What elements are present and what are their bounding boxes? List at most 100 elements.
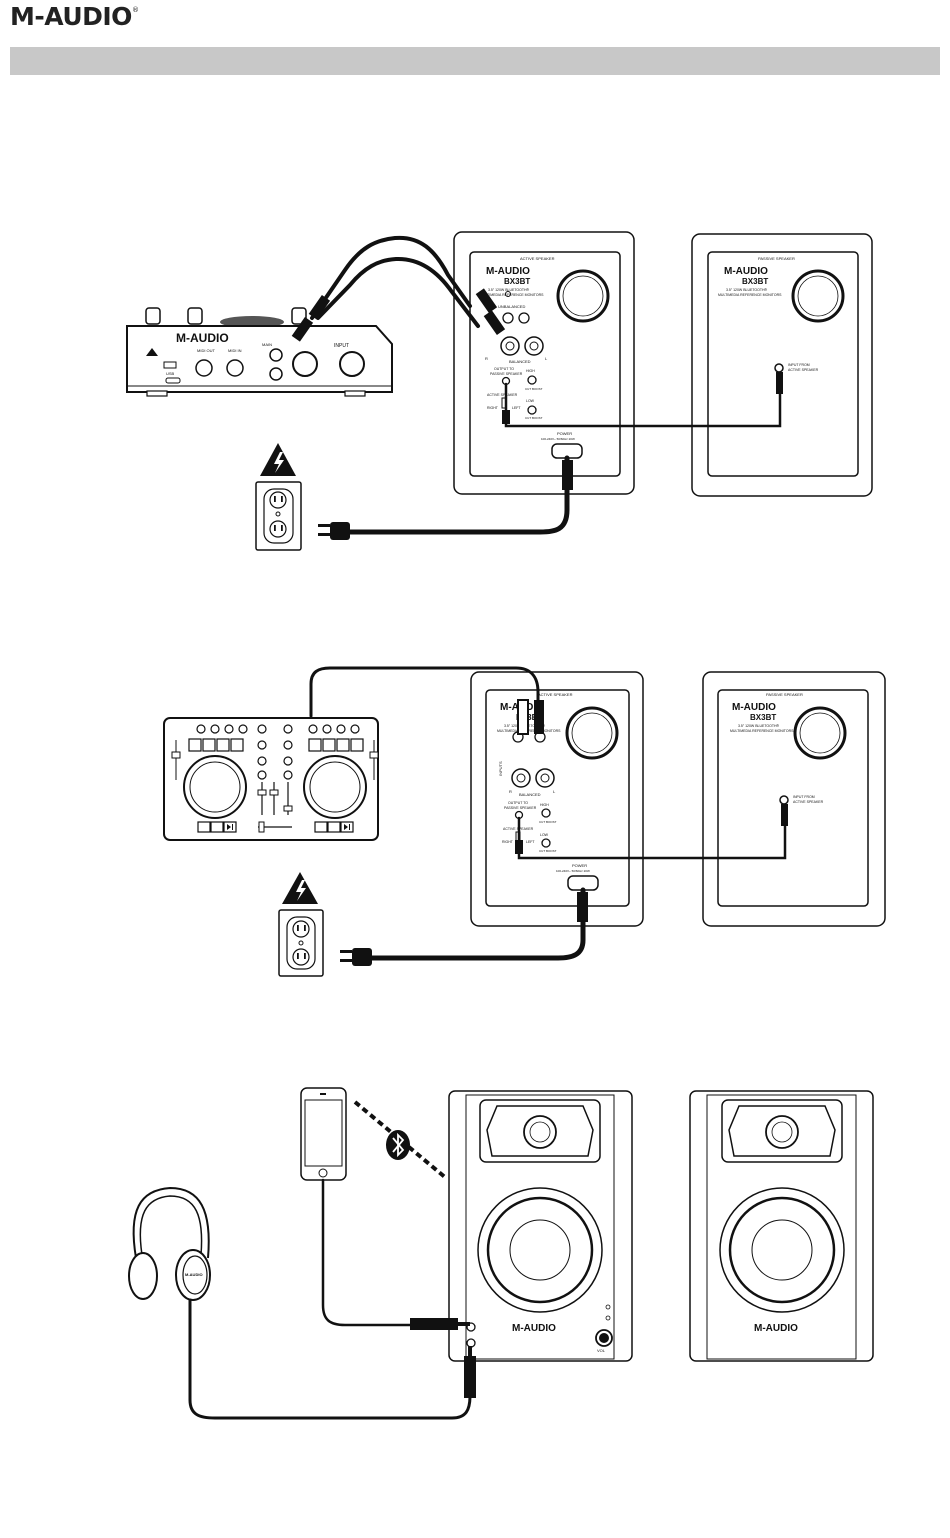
cables-diagram2 [309,666,788,966]
right-2-label: RIGHT [502,840,514,844]
passive-speaker-rear: PASSIVE SPEAKER M-AUDIO BX3BT 3.5" 120W … [691,233,873,497]
cables-diagram3 [188,1178,476,1420]
passive-speaker-desc2: MULTIMEDIA REFERENCE MONITORS [718,293,782,297]
power-2-label: POWER [572,863,587,868]
tweeter [765,1115,799,1149]
left-2-label: LEFT [526,840,535,844]
trademark-mark: ® [131,6,139,14]
cables-diagram1 [291,235,783,540]
output-to-label: OUTPUT TO [494,367,514,371]
low-cut-boost: CUT BOOST [525,416,543,420]
high-2-cut-boost: CUT BOOST [539,820,557,824]
speaker-front-active: M-AUDIO VOL [448,1090,633,1362]
lightning-bolt-icon [296,880,306,901]
input-from-2-label: INPUT FROM [793,795,815,799]
passive-speaker-2-header: PASSIVE SPEAKER [766,692,803,697]
balanced-2-label: BALANCED [519,792,541,797]
left-label: LEFT [512,406,521,410]
voltage-2-label: 100-240V~ 50/60Hz 20W [556,869,590,873]
interface-brand: M-AUDIO [176,331,229,345]
active-speaker-rear-2: ACTIVE SPEAKER M-AUDIO BX3BT 3.5" 120W B… [470,671,644,927]
headphones: M-AUDIO [128,1186,211,1301]
left-jog-wheel [183,755,247,819]
active-speaker-brand: M-AUDIO [486,266,530,277]
warning-icon [146,348,158,356]
combo-input-2 [339,351,365,377]
electrical-outlet-2 [278,872,324,977]
headphone-brand: M-AUDIO [185,1272,203,1277]
active-speaker-rear: ACTIVE SPEAKER M-AUDIO BX3BT 3.5" 120W B… [453,231,635,495]
passive-speaker-2-desc2: MULTIMEDIA REFERENCE MONITORS [730,729,794,733]
input-from-active-label: ACTIVE SPEAKER [788,368,819,372]
balanced-l-label: L [545,356,548,361]
output-to-2-label: OUTPUT TO [508,801,528,805]
low-knob [527,405,537,415]
active-speaker-switch-label: ACTIVE SPEAKER [487,393,518,397]
brand-logo-text: M-AUDIO [10,2,132,31]
active-speaker-model: BX3BT [504,277,530,286]
balanced-input-l [524,336,544,356]
balanced-label: BALANCED [509,359,531,364]
passive-speaker-2-brand: M-AUDIO [732,702,776,713]
active-speaker-2-desc2: MULTIMEDIA REFERENCE MONITORS [497,729,561,733]
low-knob [541,838,551,848]
passive-speaker-2-model: BX3BT [750,713,776,722]
dj-controller [163,717,379,841]
power-label: POWER [557,431,572,436]
high-2-label: HIGH [540,803,549,807]
passive-speaker-label: PASSIVE SPEAKER [490,372,523,376]
low-2-cut-boost: CUT BOOST [539,849,557,853]
main-label: MAIN [262,342,272,347]
voltage-label: 100-240V~ 50/60Hz 20W [541,437,575,441]
passive-radiator [793,706,847,760]
headphone-jack [466,1338,476,1348]
audio-interface: M-AUDIO USB MIDI OUT MIDI IN MAIN INPUT [126,307,393,397]
speaker-front-passive: M-AUDIO [689,1090,874,1362]
passive-input-jack [774,363,784,373]
midi-in-label: MIDI IN [228,348,242,353]
woofer [486,1196,594,1304]
balanced-input-l [535,768,555,788]
passive-radiator [565,706,619,760]
passive-speaker-front-brand: M-AUDIO [754,1323,798,1334]
passive-speaker-rear-2: PASSIVE SPEAKER M-AUDIO BX3BT 3.5" 120W … [702,671,886,927]
high-knob [527,375,537,385]
diagram-dj-controller-setup: ACTIVE SPEAKER M-AUDIO BX3BT 3.5" 120W B… [163,666,886,977]
section-title-bar [10,47,940,75]
tweeter [523,1115,557,1149]
lightning-bolt-icon [274,452,284,473]
balanced-r-label: R [485,356,488,361]
balanced-input-r [511,768,531,788]
midi-out-port [195,359,213,377]
high-label: HIGH [526,369,535,373]
midi-in-port [226,359,244,377]
right-jog-wheel [303,755,367,819]
diagram-audio-interface-setup: M-AUDIO USB MIDI OUT MIDI IN MAIN INPUT [126,231,873,551]
vol-label: VOL [597,1348,606,1353]
high-cut-boost: CUT BOOST [525,387,543,391]
combo-input-1 [292,351,318,377]
active-speaker-2-header: ACTIVE SPEAKER [538,692,573,697]
diagram-bluetooth-headphone-setup: M-AUDIO M-AUDIO VOL [128,1087,874,1420]
passive-speaker-2-desc1: 3.5" 120W BLUETOOTH® [738,724,780,728]
passive-speaker-header: PASSIVE SPEAKER [758,256,795,261]
active-speaker-2-model: BX3BT [516,713,542,722]
active-speaker-header: ACTIVE SPEAKER [520,256,555,261]
passive-speaker-model: BX3BT [742,277,768,286]
usb-label: USB [166,371,175,376]
bluetooth-connection [353,1100,448,1180]
balanced-2-r-label: R [509,789,512,794]
low-2-label: LOW [540,833,549,837]
balanced-input-r [500,336,520,356]
input-from-2-active-label: ACTIVE SPEAKER [793,800,824,804]
active-speaker-desc1: 3.5" 120W BLUETOOTH® [488,288,530,292]
unbalanced-label: UNBALANCED [498,304,525,309]
passive-speaker-2-label: PASSIVE SPEAKER [504,806,537,810]
woofer [728,1196,836,1304]
inputs-label: INPUTS [498,761,503,776]
speaker-brand: M-AUDIO [512,1323,556,1334]
passive-radiator [556,269,610,323]
low-label: LOW [526,399,535,403]
